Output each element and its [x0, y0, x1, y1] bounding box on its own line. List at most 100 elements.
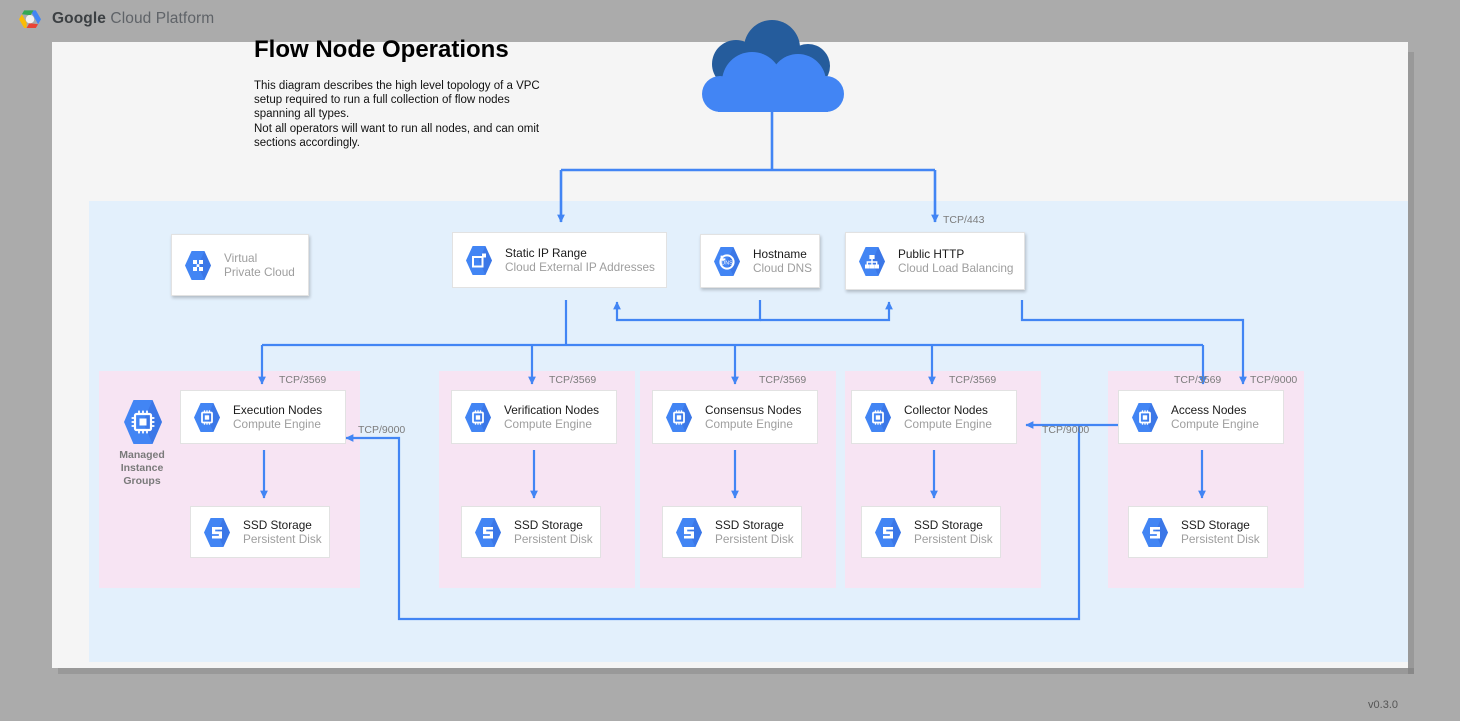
- card-text: Hostname Cloud DNS: [753, 247, 812, 276]
- node-card-consensus-ssd[interactable]: SSD Storage Persistent Disk: [662, 506, 813, 569]
- port-label-execution-ingress: TCP/3569: [279, 374, 327, 386]
- card-subtitle: Cloud Load Balancing: [898, 261, 1014, 275]
- persistent-disk-icon: [874, 517, 902, 548]
- card-title: Public HTTP: [898, 246, 965, 261]
- cloud-icon: [680, 20, 864, 112]
- card-text: Static IP Range Cloud External IP Addres…: [505, 246, 655, 275]
- card-text: Verification Nodes Compute Engine: [504, 403, 599, 432]
- card-title: SSD Storage: [243, 517, 312, 532]
- node-card-collector-ssd[interactable]: SSD Storage Persistent Disk: [861, 506, 1012, 569]
- managed-instance-groups-label: [122, 398, 164, 446]
- brand-suffix: Cloud Platform: [106, 10, 215, 27]
- port-label-verification-ingress: TCP/3569: [549, 374, 597, 386]
- external-ip-icon: [465, 245, 493, 276]
- card-title: SSD Storage: [715, 517, 784, 532]
- card-title: Hostname: [753, 246, 807, 261]
- card-subtitle: Compute Engine: [1171, 417, 1259, 431]
- wire-hostname-to-public-http: [760, 301, 893, 322]
- cloud-dns-icon: DNS: [713, 246, 741, 277]
- port-label-access-ingress: TCP/3569: [1174, 374, 1222, 386]
- brand-prefix: Google: [52, 10, 106, 27]
- compute-engine-icon: [864, 402, 892, 433]
- card-text: Collector Nodes Compute Engine: [904, 403, 992, 432]
- port-label-access-to-execution: TCP/9000: [358, 424, 406, 436]
- card-subtitle: Cloud External IP Addresses: [505, 260, 655, 274]
- vpc-icon: [184, 250, 212, 281]
- card-title: SSD Storage: [1181, 517, 1250, 532]
- card-subtitle: Cloud DNS: [753, 261, 813, 275]
- node-card-verification-ssd[interactable]: SSD Storage Persistent Disk: [461, 506, 612, 569]
- port-label-consensus-ingress: TCP/3569: [759, 374, 807, 386]
- mig-line-3: Groups: [123, 475, 161, 487]
- persistent-disk-icon: [203, 517, 231, 548]
- card-title: SSD Storage: [514, 517, 583, 532]
- persistent-disk-icon: [474, 517, 502, 548]
- persistent-disk-icon: [675, 517, 703, 548]
- card-text: Access Nodes Compute Engine: [1171, 403, 1259, 432]
- node-card-static-ip-range[interactable]: Static IP Range Cloud External IP Addres…: [452, 232, 678, 299]
- node-card-public-http[interactable]: Public HTTP Cloud Load Balancing: [845, 232, 1025, 290]
- compute-engine-icon: [464, 402, 492, 433]
- node-card-collector-nodes[interactable]: Collector Nodes Compute Engine: [851, 390, 1028, 455]
- load-balancing-icon: [858, 246, 886, 277]
- node-card-hostname[interactable]: DNS Hostname Cloud DNS: [700, 234, 820, 288]
- compute-engine-icon: [665, 402, 693, 433]
- card-subtitle: Compute Engine: [904, 417, 992, 431]
- compute-engine-icon: [124, 400, 162, 444]
- card-text: Virtual Private Cloud: [224, 251, 295, 280]
- node-card-consensus-nodes[interactable]: Consensus Nodes Compute Engine: [652, 390, 829, 455]
- persistent-disk-icon: [1141, 517, 1169, 548]
- managed-instance-groups-text: Managed Instance Groups: [99, 449, 185, 488]
- mig-line-2: Instance: [120, 462, 164, 474]
- card-subtitle: Persistent Disk: [514, 532, 593, 546]
- panel-shadow-bottom: [58, 668, 1414, 674]
- node-card-verification-nodes[interactable]: Verification Nodes Compute Engine: [451, 390, 628, 455]
- card-subtitle: Compute Engine: [705, 417, 793, 431]
- card-subtitle: Persistent Disk: [914, 532, 993, 546]
- card-title: Verification Nodes: [504, 402, 600, 417]
- brand-bar: Google Cloud Platform: [0, 0, 1460, 40]
- brand-title: Google Cloud Platform: [52, 10, 214, 28]
- wire-hostname-to-static-ip: [613, 300, 762, 322]
- page-title: Flow Node Operations: [254, 36, 509, 63]
- card-title: Collector Nodes: [904, 402, 988, 417]
- port-label-collector-ingress: TCP/3569: [949, 374, 997, 386]
- card-text: SSD Storage Persistent Disk: [514, 518, 593, 547]
- gcp-hexagon-logo-icon: [17, 7, 43, 33]
- card-title: Static IP Range: [505, 245, 587, 260]
- card-subtitle: Compute Engine: [504, 417, 592, 431]
- port-label-access-to-collector: TCP/9000: [1042, 424, 1090, 436]
- node-card-access-ssd[interactable]: SSD Storage Persistent Disk: [1128, 506, 1279, 569]
- node-card-execution-ssd[interactable]: SSD Storage Persistent Disk: [190, 506, 341, 569]
- card-subtitle: Persistent Disk: [715, 532, 794, 546]
- card-text: Execution Nodes Compute Engine: [233, 403, 322, 432]
- card-text: SSD Storage Persistent Disk: [715, 518, 794, 547]
- card-text: Public HTTP Cloud Load Balancing: [898, 247, 1013, 276]
- node-card-execution-nodes[interactable]: Execution Nodes Compute Engine: [180, 390, 357, 455]
- card-text: SSD Storage Persistent Disk: [243, 518, 322, 547]
- compute-engine-icon: [193, 402, 221, 433]
- card-subtitle: Compute Engine: [233, 417, 321, 431]
- wire-public-http-to-access: [1020, 300, 1247, 385]
- card-title: SSD Storage: [914, 517, 983, 532]
- compute-engine-icon: [1131, 402, 1159, 433]
- card-title: Consensus Nodes: [705, 402, 802, 417]
- mig-line-1: Managed: [119, 449, 165, 461]
- card-subtitle: Persistent Disk: [243, 532, 322, 546]
- description-line-1: This diagram describes the high level to…: [254, 80, 540, 121]
- node-card-virtual-private-cloud[interactable]: Virtual Private Cloud: [171, 234, 309, 296]
- card-title: Execution Nodes: [233, 402, 323, 417]
- port-label-access-extra-ingress: TCP/9000: [1250, 374, 1298, 386]
- card-text: Consensus Nodes Compute Engine: [705, 403, 801, 432]
- card-text: SSD Storage Persistent Disk: [914, 518, 993, 547]
- version-label: v0.3.0: [1368, 699, 1398, 711]
- card-text: SSD Storage Persistent Disk: [1181, 518, 1260, 547]
- card-title: Virtual: [224, 250, 258, 265]
- card-title: Access Nodes: [1171, 402, 1247, 417]
- node-card-access-nodes[interactable]: Access Nodes Compute Engine: [1118, 390, 1295, 455]
- card-subtitle: Private Cloud: [224, 265, 295, 279]
- card-subtitle: Persistent Disk: [1181, 532, 1260, 546]
- svg-text:DNS: DNS: [721, 260, 733, 266]
- description-line-2: Not all operators will want to run all n…: [254, 122, 540, 149]
